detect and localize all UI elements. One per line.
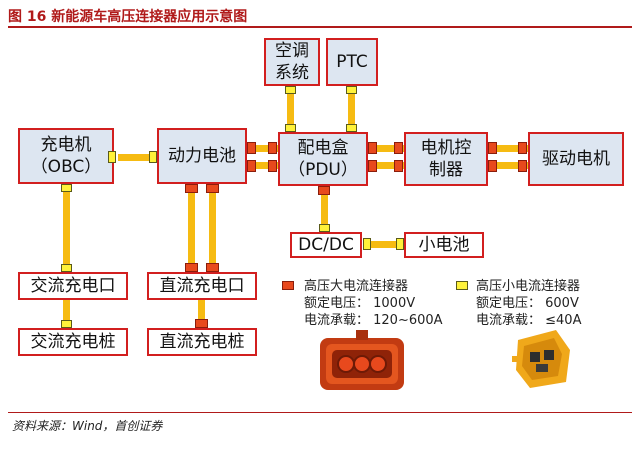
dc-charging-port-label: 直流充电口	[159, 276, 245, 296]
motor-controller-label-1: 电机控	[420, 138, 472, 158]
dc-charging-port-node: 直流充电口	[147, 272, 257, 300]
connector-large	[206, 263, 219, 272]
legend-low-current-swatch	[456, 281, 468, 290]
pdu-label-1: 配电盒	[297, 138, 349, 158]
legend-low-current-current: 电流承载： ≤40A	[476, 313, 582, 328]
wire-pdu-motorctrl-a	[366, 145, 406, 152]
wire-battery-dcport-a	[188, 184, 195, 274]
ac-vent-label-2: 系统	[275, 63, 309, 83]
wire-pdu-dcdc	[321, 184, 328, 234]
legend-low-current-title: 高压小电流连接器	[476, 279, 581, 294]
small-battery-node: 小电池	[404, 232, 484, 258]
connector-large	[488, 160, 497, 172]
battery-label: 动力电池	[168, 146, 236, 166]
connector-small	[61, 320, 72, 328]
legend-low-current-voltage: 额定电压： 600V	[476, 296, 579, 311]
connector-large	[318, 186, 330, 195]
connector-small	[108, 151, 116, 163]
wire-ac-pdu	[287, 84, 294, 134]
connector-large	[185, 184, 198, 193]
battery-node: 动力电池	[157, 128, 247, 184]
connector-large	[518, 160, 527, 172]
source-note: 资料来源：Wind，首创证券	[12, 419, 163, 433]
connector-large	[394, 160, 403, 172]
connector-large	[185, 263, 198, 272]
connector-small	[363, 238, 371, 250]
pdu-node: 配电盒 （PDU）	[278, 132, 368, 186]
legend-high-current-voltage: 额定电压： 1000V	[304, 296, 416, 311]
wire-motorctrl-motor-a	[486, 145, 530, 152]
connector-large	[247, 142, 256, 154]
wire-ptc-pdu	[348, 84, 355, 134]
high-current-connector-image	[320, 330, 404, 390]
connector-small	[396, 238, 404, 250]
low-current-connector-image	[512, 330, 570, 388]
ac-vent-label-1: 空调	[275, 41, 309, 61]
connector-large	[206, 184, 219, 193]
wire-battery-pdu-b	[244, 162, 280, 169]
ac-charging-pile-node: 交流充电桩	[18, 328, 128, 356]
connector-small	[285, 124, 296, 132]
drive-motor-node: 驱动电机	[528, 132, 624, 186]
connector-large	[247, 160, 256, 172]
connector-large	[195, 319, 208, 328]
legend-high-current-title: 高压大电流连接器	[304, 279, 409, 294]
ptc-node: PTC	[326, 38, 378, 86]
motor-controller-label-2: 制器	[429, 160, 463, 180]
dc-charging-pile-node: 直流充电桩	[147, 328, 257, 356]
wire-charger-acport	[63, 184, 70, 274]
charger-label-2: （OBC）	[30, 157, 102, 177]
dc-charging-pile-label: 直流充电桩	[159, 332, 245, 352]
ac-vent-node: 空调 系统	[264, 38, 320, 86]
wire-battery-pdu-a	[244, 145, 280, 152]
connector-small	[346, 124, 357, 132]
charger-label-1: 充电机	[40, 135, 92, 155]
connector-small	[319, 224, 330, 232]
wire-motorctrl-motor-b	[486, 162, 530, 169]
charger-node: 充电机 （OBC）	[18, 128, 114, 184]
connector-small	[346, 86, 357, 94]
connector-small	[285, 86, 296, 94]
dcdc-label: DC/DC	[298, 235, 354, 255]
ac-charging-port-label: 交流充电口	[30, 276, 116, 296]
connector-large	[368, 142, 377, 154]
connector-large	[488, 142, 497, 154]
ac-charging-pile-label: 交流充电桩	[30, 332, 116, 352]
wire-acport-acpile	[63, 300, 70, 330]
wire-pdu-motorctrl-b	[366, 162, 406, 169]
connector-large	[368, 160, 377, 172]
connector-large	[268, 142, 277, 154]
drive-motor-label: 驱动电机	[542, 149, 610, 169]
connector-small	[149, 151, 157, 163]
connector-large	[394, 142, 403, 154]
wire-charger-battery	[118, 154, 160, 161]
motor-controller-node: 电机控 制器	[404, 132, 488, 186]
connector-small	[61, 184, 72, 192]
small-battery-label: 小电池	[418, 235, 470, 255]
figure-title: 图 16 新能源车高压连接器应用示意图	[8, 9, 248, 25]
connector-large	[518, 142, 527, 154]
wire-battery-dcport-b	[209, 184, 216, 274]
connector-small	[61, 264, 72, 272]
pdu-label-2: （PDU）	[288, 160, 358, 180]
footer-divider	[8, 412, 632, 413]
ac-charging-port-node: 交流充电口	[18, 272, 128, 300]
legend-high-current-current: 电流承载： 120~600A	[304, 313, 443, 328]
ptc-label: PTC	[336, 52, 368, 72]
wire-dcport-dcpile	[198, 300, 205, 330]
dcdc-node: DC/DC	[290, 232, 362, 258]
wire-dcdc-smallbattery	[364, 241, 406, 248]
title-divider	[8, 26, 632, 28]
connector-large	[268, 160, 277, 172]
legend-high-current-swatch	[282, 281, 294, 290]
